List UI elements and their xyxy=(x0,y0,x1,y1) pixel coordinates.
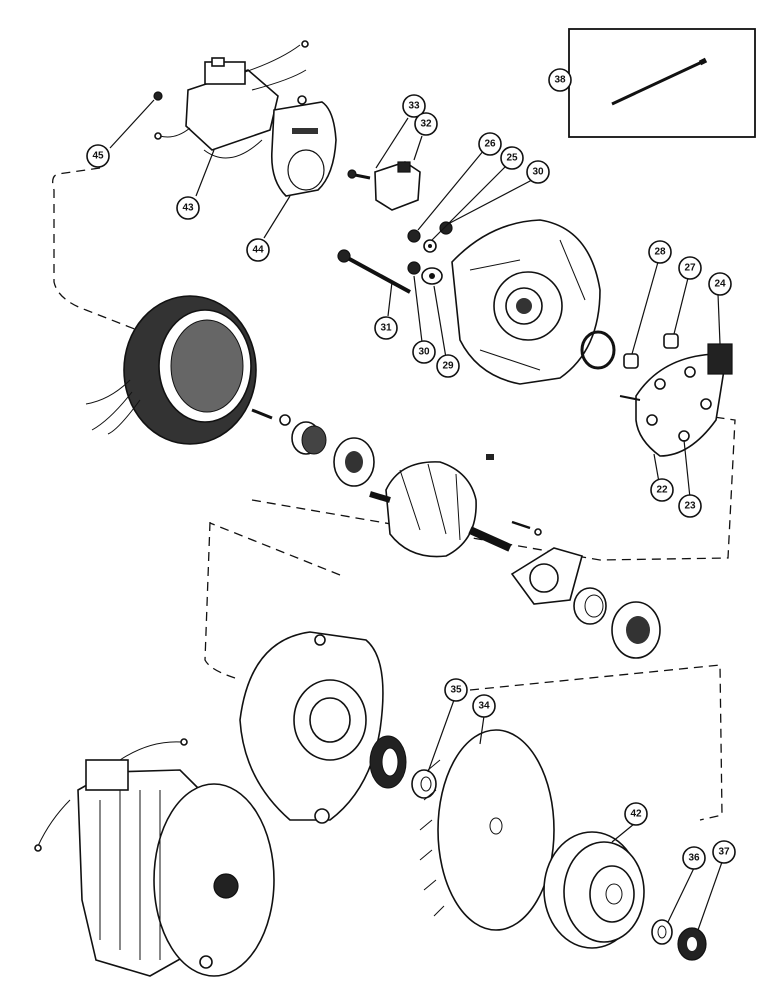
nut-37 xyxy=(677,927,707,961)
callout-36: 36 xyxy=(682,846,706,870)
svg-text:36: 36 xyxy=(688,853,700,864)
svg-text:22: 22 xyxy=(656,485,668,496)
callout-22: 22 xyxy=(650,478,674,502)
svg-text:24: 24 xyxy=(714,279,726,290)
slip-ring-end-housing xyxy=(451,219,601,385)
svg-text:35: 35 xyxy=(450,685,462,696)
svg-text:37: 37 xyxy=(718,847,730,858)
svg-text:30: 30 xyxy=(418,347,430,358)
nut-26 xyxy=(407,229,421,243)
drive-end-housing xyxy=(239,631,384,824)
gasket-44 xyxy=(270,101,337,197)
fan-34 xyxy=(419,729,555,931)
nut-30b xyxy=(407,261,421,275)
washer-36 xyxy=(651,919,673,945)
callout-44: 44 xyxy=(246,238,270,262)
callout-31: 31 xyxy=(374,316,398,340)
screw-45 xyxy=(153,91,163,101)
through-bolt-31 xyxy=(337,249,411,294)
callout-37: 37 xyxy=(712,840,736,864)
svg-text:33: 33 xyxy=(408,101,420,112)
callout-34: 34 xyxy=(472,694,496,718)
callout-27: 27 xyxy=(678,256,702,280)
svg-text:34: 34 xyxy=(478,701,490,712)
svg-text:43: 43 xyxy=(182,203,194,214)
svg-text:23: 23 xyxy=(684,501,696,512)
svg-text:32: 32 xyxy=(420,119,432,130)
callout-45: 45 xyxy=(86,144,110,168)
terminal-24 xyxy=(707,343,733,375)
spacer-35 xyxy=(411,769,437,799)
callout-25: 25 xyxy=(500,146,524,170)
callout-43: 43 xyxy=(176,196,200,220)
upper-dashed-boundary xyxy=(52,167,151,336)
callout-38: 38 xyxy=(548,68,572,92)
insulator-29 xyxy=(421,267,443,285)
callout-28: 28 xyxy=(648,240,672,264)
bearing-retainer-plate xyxy=(510,520,583,605)
svg-text:44: 44 xyxy=(252,245,264,256)
key xyxy=(486,454,494,460)
screw-33 xyxy=(347,169,371,180)
svg-text:45: 45 xyxy=(92,151,104,162)
stator xyxy=(85,295,257,445)
o-ring xyxy=(580,330,616,370)
inset-box xyxy=(568,28,756,138)
callout-24: 24 xyxy=(708,272,732,296)
nut-30a xyxy=(439,221,453,235)
lower-dashed-boundary xyxy=(204,521,723,821)
svg-text:30: 30 xyxy=(532,167,544,178)
callout-30a: 30 xyxy=(526,160,550,184)
rectifier-assembly-22 xyxy=(619,353,725,457)
washer-25 xyxy=(423,239,437,253)
pulley-42 xyxy=(543,831,645,949)
callout-32: 32 xyxy=(414,112,438,136)
assembled-alternator xyxy=(34,738,275,977)
upper-dashed-right xyxy=(251,414,736,561)
front-bearing xyxy=(611,601,661,659)
callout-26: 26 xyxy=(478,132,502,156)
svg-text:28: 28 xyxy=(654,247,666,258)
svg-text:26: 26 xyxy=(484,139,496,150)
bushing-27 xyxy=(663,333,679,349)
svg-text:29: 29 xyxy=(442,361,454,372)
brush-holder-32 xyxy=(374,161,421,211)
callout-29: 29 xyxy=(436,354,460,378)
rotor xyxy=(369,461,512,558)
seal xyxy=(369,735,407,789)
slip-ring-bearing xyxy=(333,437,375,487)
bushing-28 xyxy=(623,353,639,369)
bolt-and-spacer xyxy=(251,408,327,455)
callout-30b: 30 xyxy=(412,340,436,364)
callout-42: 42 xyxy=(624,802,648,826)
callout-35: 35 xyxy=(444,678,468,702)
svg-text:31: 31 xyxy=(380,323,392,334)
svg-text:27: 27 xyxy=(684,263,696,274)
callout-23: 23 xyxy=(678,494,702,518)
leader-lines xyxy=(109,99,723,931)
callout-33: 33 xyxy=(402,94,426,118)
svg-text:38: 38 xyxy=(554,75,566,86)
collar xyxy=(573,587,607,625)
svg-text:25: 25 xyxy=(506,153,518,164)
svg-text:42: 42 xyxy=(630,809,642,820)
voltage-regulator-43 xyxy=(154,40,309,159)
